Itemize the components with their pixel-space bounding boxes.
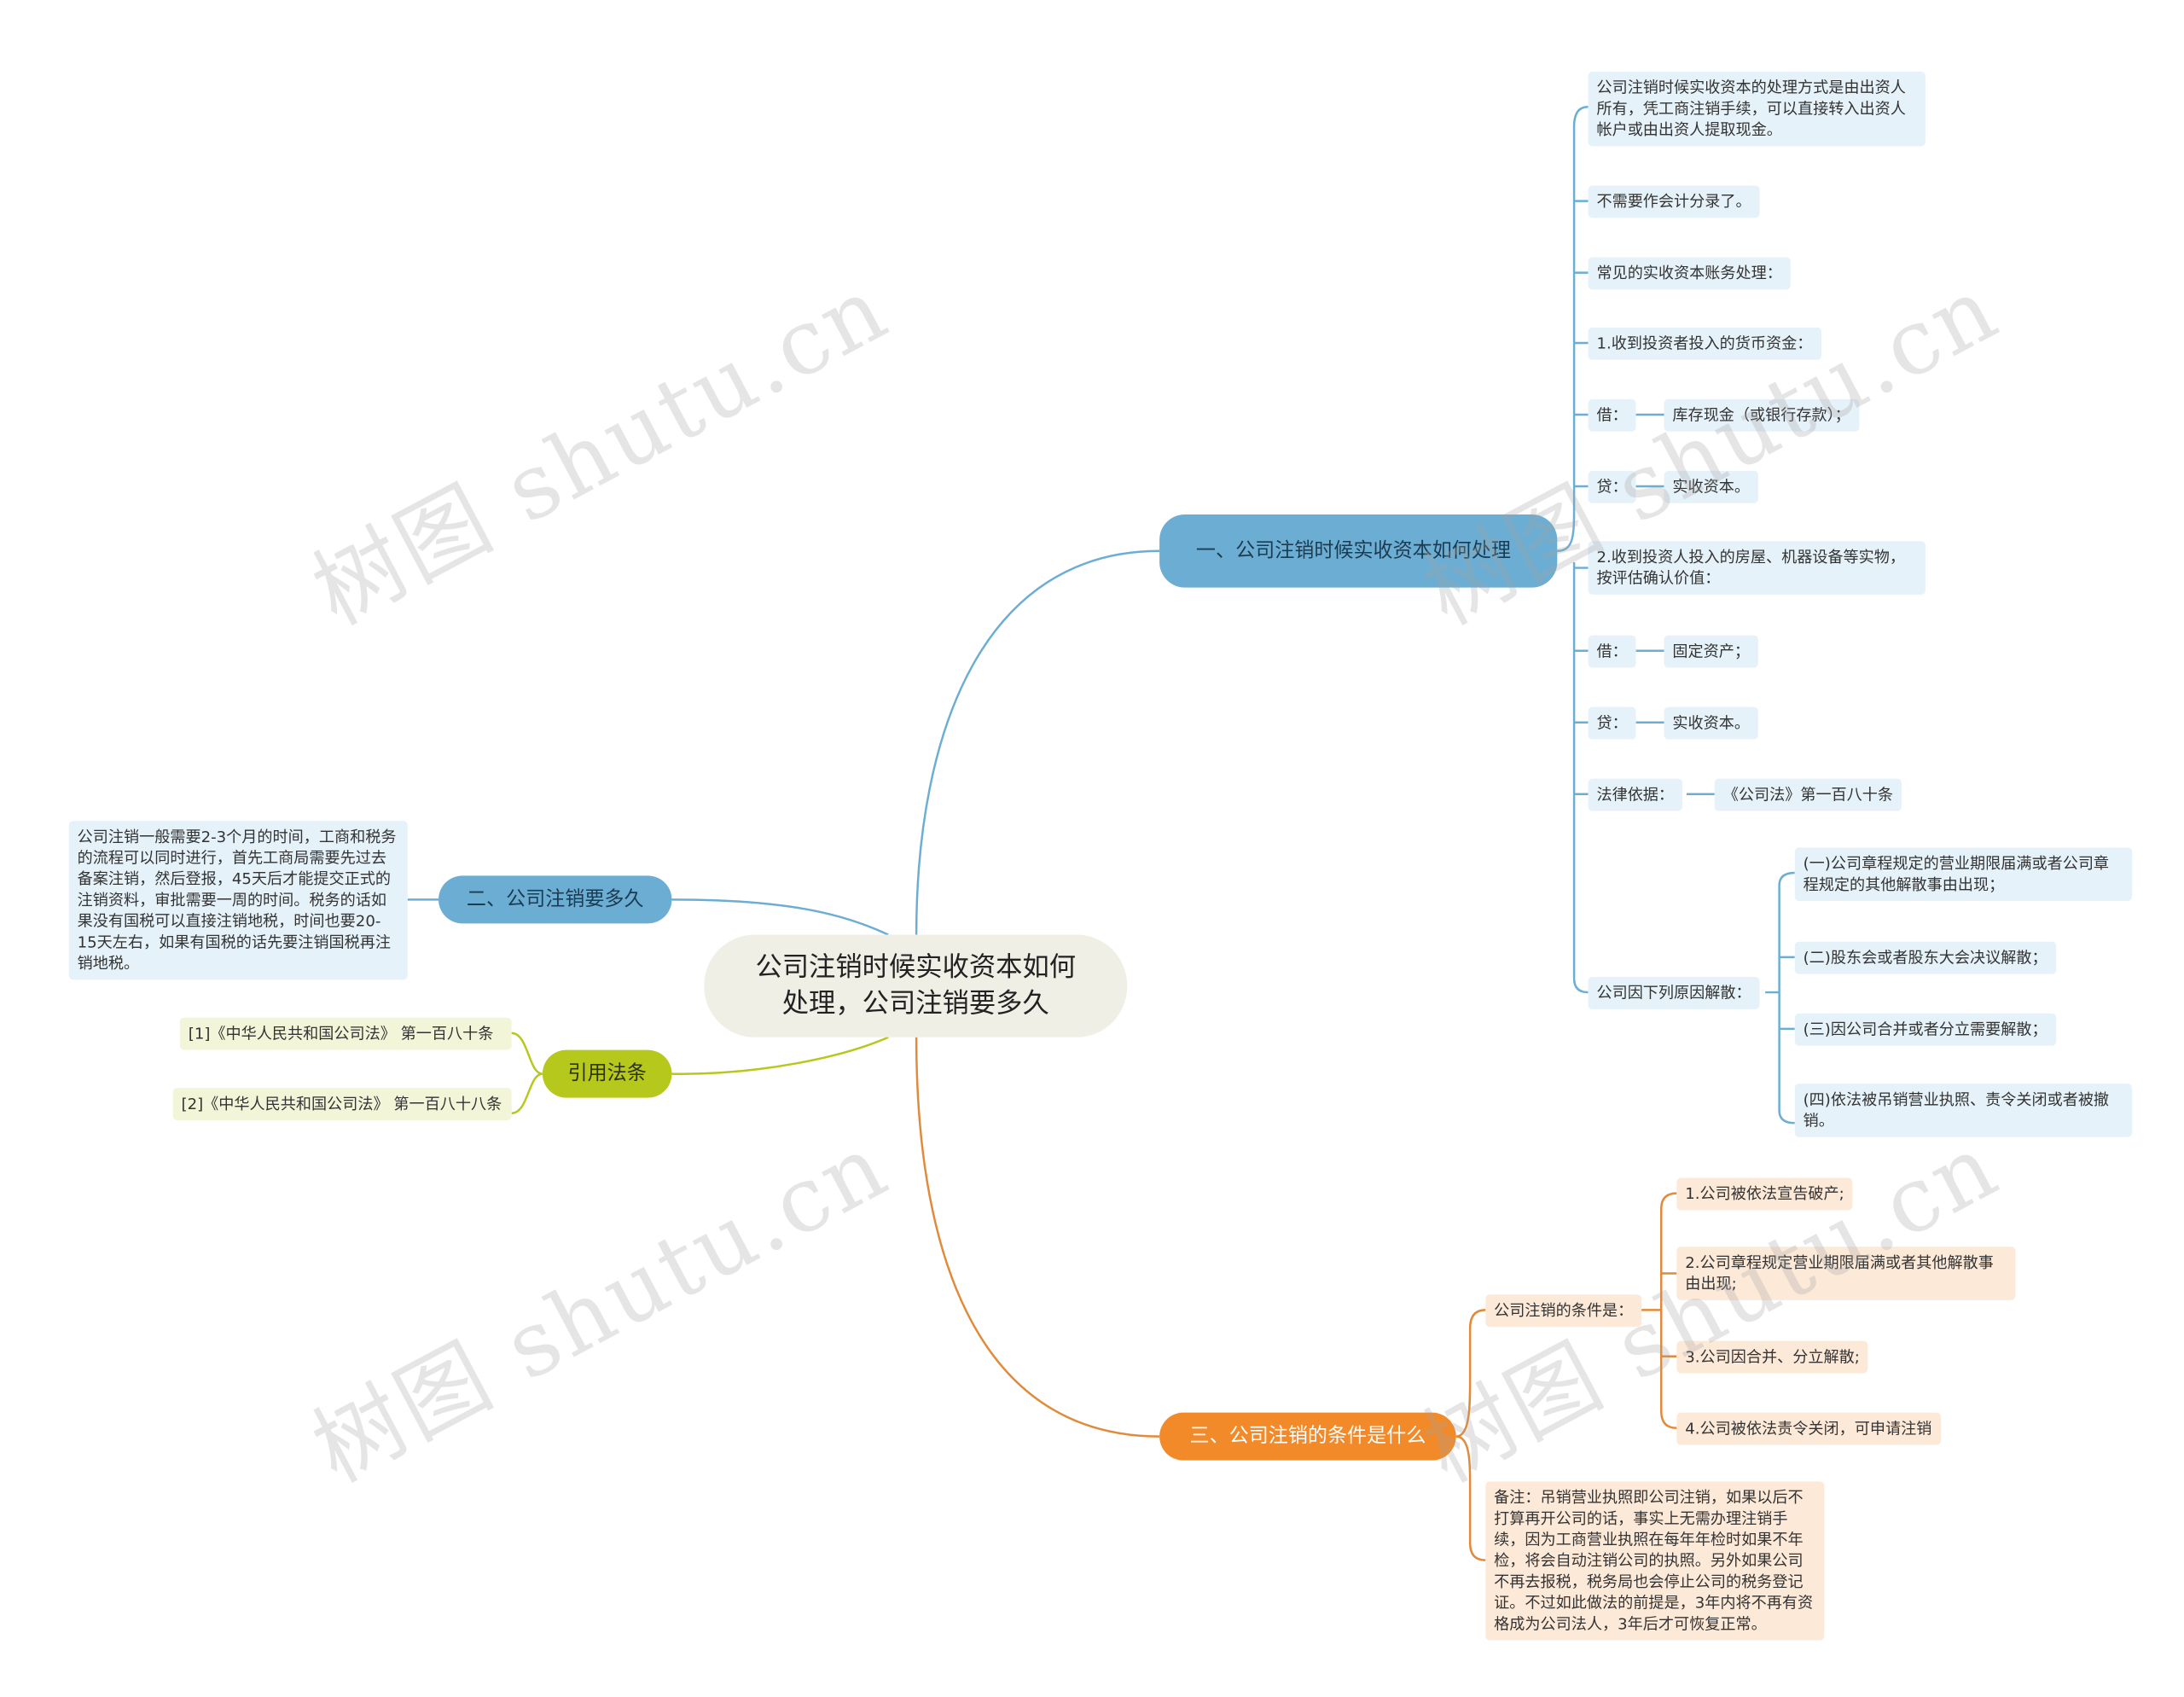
leaf-reason-2[interactable]: (二)股东会或者股东大会决议解散； bbox=[1794, 941, 2056, 974]
branch-cited-law[interactable]: 引用法条 bbox=[542, 1049, 672, 1098]
branch-conditions[interactable]: 三、公司注销的条件是什么 bbox=[1159, 1412, 1456, 1461]
leaf-cash-deposit[interactable]: 库存现金（或银行存款）； bbox=[1664, 398, 1859, 432]
link-b1-trunk bbox=[1557, 105, 1589, 994]
leaf-company-law-180[interactable]: 《公司法》第一百八十条 bbox=[1714, 778, 1902, 811]
leaf-physical-assets[interactable]: 2.收到投资人投入的房屋、机器设备等实物，按评估确认价值： bbox=[1588, 541, 1926, 595]
leaf-dissolution-reasons[interactable]: 公司因下列原因解散： bbox=[1588, 976, 1760, 1009]
leaf-debit-1[interactable]: 借： bbox=[1588, 398, 1636, 432]
leaf-monetary-funds[interactable]: 1.收到投资者投入的货币资金： bbox=[1588, 327, 1821, 360]
leaf-fixed-assets[interactable]: 固定资产； bbox=[1664, 635, 1758, 668]
leaf-credit-1[interactable]: 贷： bbox=[1588, 470, 1636, 503]
branch-duration[interactable]: 二、公司注销要多久 bbox=[438, 875, 672, 924]
link-center-branch3 bbox=[671, 1036, 889, 1075]
leaf-paid-capital-1[interactable]: 实收资本。 bbox=[1664, 470, 1758, 503]
leaf-credit-2[interactable]: 贷： bbox=[1588, 706, 1636, 740]
link-center-branch2 bbox=[671, 898, 889, 936]
leaf-legal-basis[interactable]: 法律依据： bbox=[1588, 778, 1682, 811]
leaf-condition-3[interactable]: 3.公司因合并、分立解散; bbox=[1676, 1340, 1868, 1374]
leaf-condition-2[interactable]: 2.公司章程规定营业期限届满或者其他解散事由出现; bbox=[1676, 1247, 2016, 1300]
leaf-capital-handling[interactable]: 公司注销时候实收资本的处理方式是由出资人所有，凭工商注销手续，可以直接转入出资人… bbox=[1588, 72, 1926, 147]
leaf-paid-capital-2[interactable]: 实收资本。 bbox=[1664, 706, 1758, 740]
central-topic[interactable]: 公司注销时候实收资本如何处理，公司注销要多久 bbox=[704, 934, 1128, 1037]
leaf-reason-4[interactable]: (四)依法被吊销营业执照、责令关闭或者被撤销。 bbox=[1794, 1084, 2133, 1137]
branch-implementation-capital[interactable]: 一、公司注销时候实收资本如何处理 bbox=[1159, 514, 1558, 588]
leaf-law-ref-2[interactable]: [2]《中华人民共和国公司法》 第一百八十八条 bbox=[172, 1088, 512, 1120]
leaf-reason-3[interactable]: (三)因公司合并或者分立需要解散； bbox=[1794, 1013, 2056, 1046]
leaf-conditions-note[interactable]: 备注：吊销营业执照即公司注销，如果以后不打算再开公司的话，事实上无需办理注销手续… bbox=[1485, 1481, 1825, 1641]
leaf-no-entry[interactable]: 不需要作会计分录了。 bbox=[1588, 185, 1760, 218]
leaf-reason-1[interactable]: (一)公司章程规定的营业期限届满或者公司章程规定的其他解散事由出现； bbox=[1794, 847, 2133, 901]
leaf-condition-1[interactable]: 1.公司被依法宣告破产; bbox=[1676, 1177, 1853, 1211]
leaf-duration-detail[interactable]: 公司注销一般需要2-3个月的时间，工商和税务的流程可以同时进行，首先工商局需要先… bbox=[68, 821, 408, 980]
link-center-branch4 bbox=[915, 1037, 1160, 1438]
leaf-common-accounting[interactable]: 常见的实收资本账务处理： bbox=[1588, 257, 1791, 290]
leaf-law-ref-1[interactable]: [1]《中华人民共和国公司法》 第一百八十条 bbox=[179, 1017, 512, 1050]
leaf-debit-2[interactable]: 借： bbox=[1588, 635, 1636, 668]
leaf-conditions-label[interactable]: 公司注销的条件是： bbox=[1485, 1294, 1642, 1328]
link-center-branch1 bbox=[915, 549, 1160, 935]
leaf-condition-4[interactable]: 4.公司被依法责令关闭，可申请注销 bbox=[1676, 1412, 1941, 1445]
